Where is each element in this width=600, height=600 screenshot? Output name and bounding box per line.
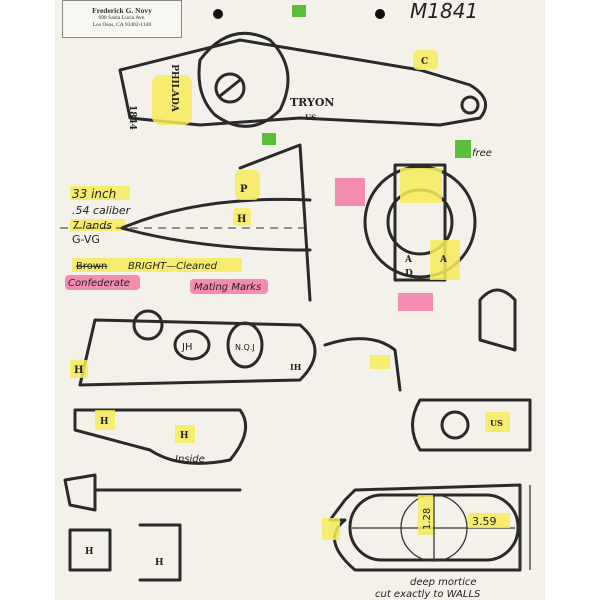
address-name: Frederick G. Novy xyxy=(92,6,152,15)
mark-p: P xyxy=(240,184,248,195)
address-label: Frederick G. Novy 698 Santa Lucia Ave. L… xyxy=(62,0,182,38)
note-origin: Confederate xyxy=(68,278,130,289)
mark-d: D xyxy=(405,269,413,279)
mark-h-5: H xyxy=(85,547,94,557)
stamp-us: US xyxy=(305,113,316,122)
note-length: 33 inch xyxy=(72,187,116,201)
barrel-drawing: P H xyxy=(60,133,312,302)
dim-1-28: 1.28 xyxy=(422,508,433,530)
note-free: free xyxy=(472,148,492,159)
stamp-year: 1844 xyxy=(127,105,137,130)
stamp-c: C xyxy=(421,57,428,67)
note-mating: Mating Marks xyxy=(194,282,261,293)
mark-us: US xyxy=(490,418,503,428)
dim-3-59: 3.59 xyxy=(472,515,497,528)
stamp-tryon: TRYON xyxy=(290,96,334,109)
mark-h-6: H xyxy=(155,558,164,568)
note-cut-walls: cut exactly to WALLS xyxy=(375,589,481,600)
mark-h-3: H xyxy=(100,417,109,427)
model-title: M1841 xyxy=(410,0,478,23)
breech-drawing: A D A free xyxy=(335,140,517,352)
stamp-philada: PHILADA xyxy=(169,64,179,113)
mark-jh: JH xyxy=(181,342,192,353)
punch-hole xyxy=(213,9,223,19)
note-finish: BRIGHT—Cleaned xyxy=(128,261,218,272)
mark-h: H xyxy=(237,214,246,225)
note-caliber: .54 caliber xyxy=(72,204,132,217)
mark-ih: IH xyxy=(290,362,302,372)
note-inside: Inside xyxy=(175,454,205,465)
small-parts: JH N.Q.J IH H H H Inside H H US xyxy=(63,309,532,582)
mark-a: A xyxy=(404,255,413,265)
address-street: 698 Santa Lucia Ave. xyxy=(98,15,146,21)
address-city: Los Osos, CA 93402-1140 xyxy=(92,22,152,28)
mark-nqj: N.Q.J xyxy=(235,343,255,352)
note-finish-struck: Brown xyxy=(76,261,107,272)
mark-h-4: H xyxy=(180,431,189,441)
note-grade: G-VG xyxy=(72,233,100,246)
mark-a-2: A xyxy=(439,255,448,265)
note-lands: 7 lands xyxy=(72,219,112,232)
note-deep-mortice: deep mortice xyxy=(410,577,477,588)
mark-h-2: H xyxy=(74,365,83,376)
lock-plate: PHILADA 1844 TRYON US C xyxy=(118,5,488,130)
mortice-drawing: 1.28 3.59 deep mortice cut exactly to WA… xyxy=(322,483,531,600)
notes: 33 inch .54 caliber 7 lands G-VG Brown B… xyxy=(65,186,268,294)
punch-hole xyxy=(375,9,385,19)
